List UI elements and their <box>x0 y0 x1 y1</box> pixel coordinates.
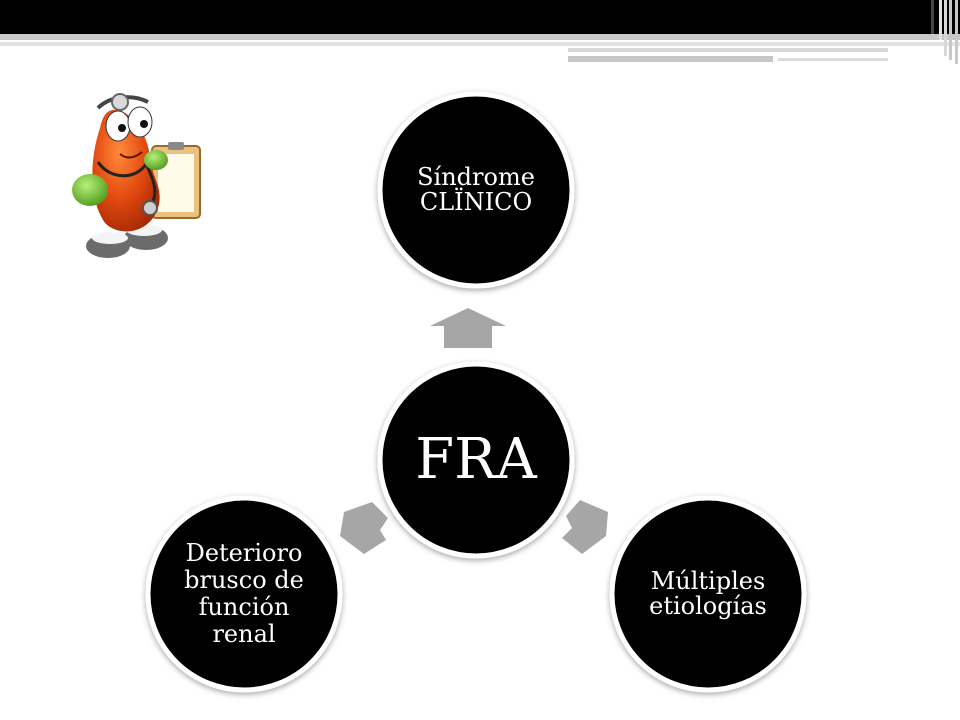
node-left-circle <box>145 495 343 693</box>
header-stripe <box>0 34 960 40</box>
node-left-label: Deterioro brusco de función renal <box>184 539 304 648</box>
node-top-label: Síndrome CLÏNICO <box>417 162 535 216</box>
node-right-label: Múltiples etiologías <box>649 566 767 620</box>
arrow-down-left-icon <box>340 502 388 554</box>
header-stripe <box>778 58 888 61</box>
node-top-circle <box>377 91 575 289</box>
header-edge-lines <box>926 0 960 64</box>
arrow-down-right-icon <box>562 500 608 554</box>
header-stripe <box>568 48 888 52</box>
node-right-circle <box>609 495 807 693</box>
arrow-up-icon <box>430 308 506 348</box>
node-center-circle <box>377 361 575 559</box>
top-header-bar <box>0 0 960 34</box>
header-stripe <box>0 42 960 46</box>
kidney-doctor-mascot-icon <box>72 93 201 258</box>
node-center-label: FRA <box>415 427 537 492</box>
header-stripe <box>568 56 773 62</box>
